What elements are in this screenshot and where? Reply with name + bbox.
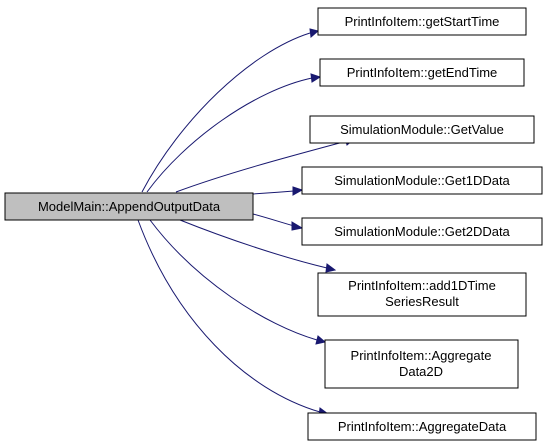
edge-root-to-aggregatedata2d — [149, 219, 318, 341]
node-get2ddata-box — [301, 217, 543, 246]
edge-root-to-get2ddata — [252, 213, 295, 227]
node-getvalue-label: SimulationModule::GetValue — [340, 122, 504, 137]
node-aggregatedata2d[interactable]: PrintInfoItem::Aggregate Data2D — [324, 339, 519, 389]
arrowhead-get1ddata — [292, 186, 304, 196]
edges — [137, 28, 356, 417]
node-add1dtimeseriesresult-line1: PrintInfoItem::add1DTime — [348, 278, 496, 293]
node-aggregatedata-box — [307, 412, 537, 441]
node-getvalue[interactable]: SimulationModule::GetValue — [309, 115, 535, 144]
edge-root-to-getendtime — [146, 77, 313, 193]
root-node-box — [4, 192, 254, 221]
node-aggregatedata-label: PrintInfoItem::AggregateData — [338, 419, 507, 434]
node-get2ddata[interactable]: SimulationModule::Get2DData — [301, 217, 543, 246]
edge-root-to-get1ddata — [252, 190, 295, 195]
node-getendtime-box — [319, 58, 525, 87]
arrowhead-aggregatedata2d — [315, 335, 327, 345]
node-get1ddata-box — [301, 166, 543, 195]
edge-root-to-getvalue — [175, 140, 348, 193]
root-node[interactable]: ModelMain::AppendOutputData — [4, 192, 254, 221]
arrowhead-add1dtime — [325, 263, 337, 273]
arrowhead-getendtime — [310, 73, 322, 83]
node-add1dtimeseriesresult[interactable]: PrintInfoItem::add1DTime SeriesResult — [317, 272, 527, 317]
arrowhead-get2ddata — [291, 221, 304, 231]
node-aggregatedata[interactable]: PrintInfoItem::AggregateData — [307, 412, 537, 441]
edge-root-to-getstarttime — [141, 32, 311, 193]
node-getstarttime[interactable]: PrintInfoItem::getStartTime — [317, 7, 527, 36]
node-add1dtimeseriesresult-line2: SeriesResult — [385, 294, 459, 309]
node-get1ddata-label: SimulationModule::Get1DData — [334, 173, 510, 188]
node-get2ddata-label: SimulationModule::Get2DData — [334, 224, 510, 239]
node-getstarttime-label: PrintInfoItem::getStartTime — [345, 14, 500, 29]
arrowhead-getstarttime — [309, 28, 320, 38]
node-add1dtimeseriesresult-box — [317, 272, 527, 317]
edge-root-to-add1dtime — [179, 219, 328, 269]
node-getendtime-label: PrintInfoItem::getEndTime — [347, 65, 498, 80]
edge-root-to-aggregatedata — [137, 219, 321, 413]
node-getendtime[interactable]: PrintInfoItem::getEndTime — [319, 58, 525, 87]
node-get1ddata[interactable]: SimulationModule::Get1DData — [301, 166, 543, 195]
node-aggregatedata2d-box — [324, 339, 519, 389]
node-aggregatedata2d-line1: PrintInfoItem::Aggregate — [351, 348, 492, 363]
node-getstarttime-box — [317, 7, 527, 36]
node-getvalue-box — [309, 115, 535, 144]
root-node-label: ModelMain::AppendOutputData — [38, 199, 221, 214]
node-aggregatedata2d-line2: Data2D — [399, 364, 443, 379]
